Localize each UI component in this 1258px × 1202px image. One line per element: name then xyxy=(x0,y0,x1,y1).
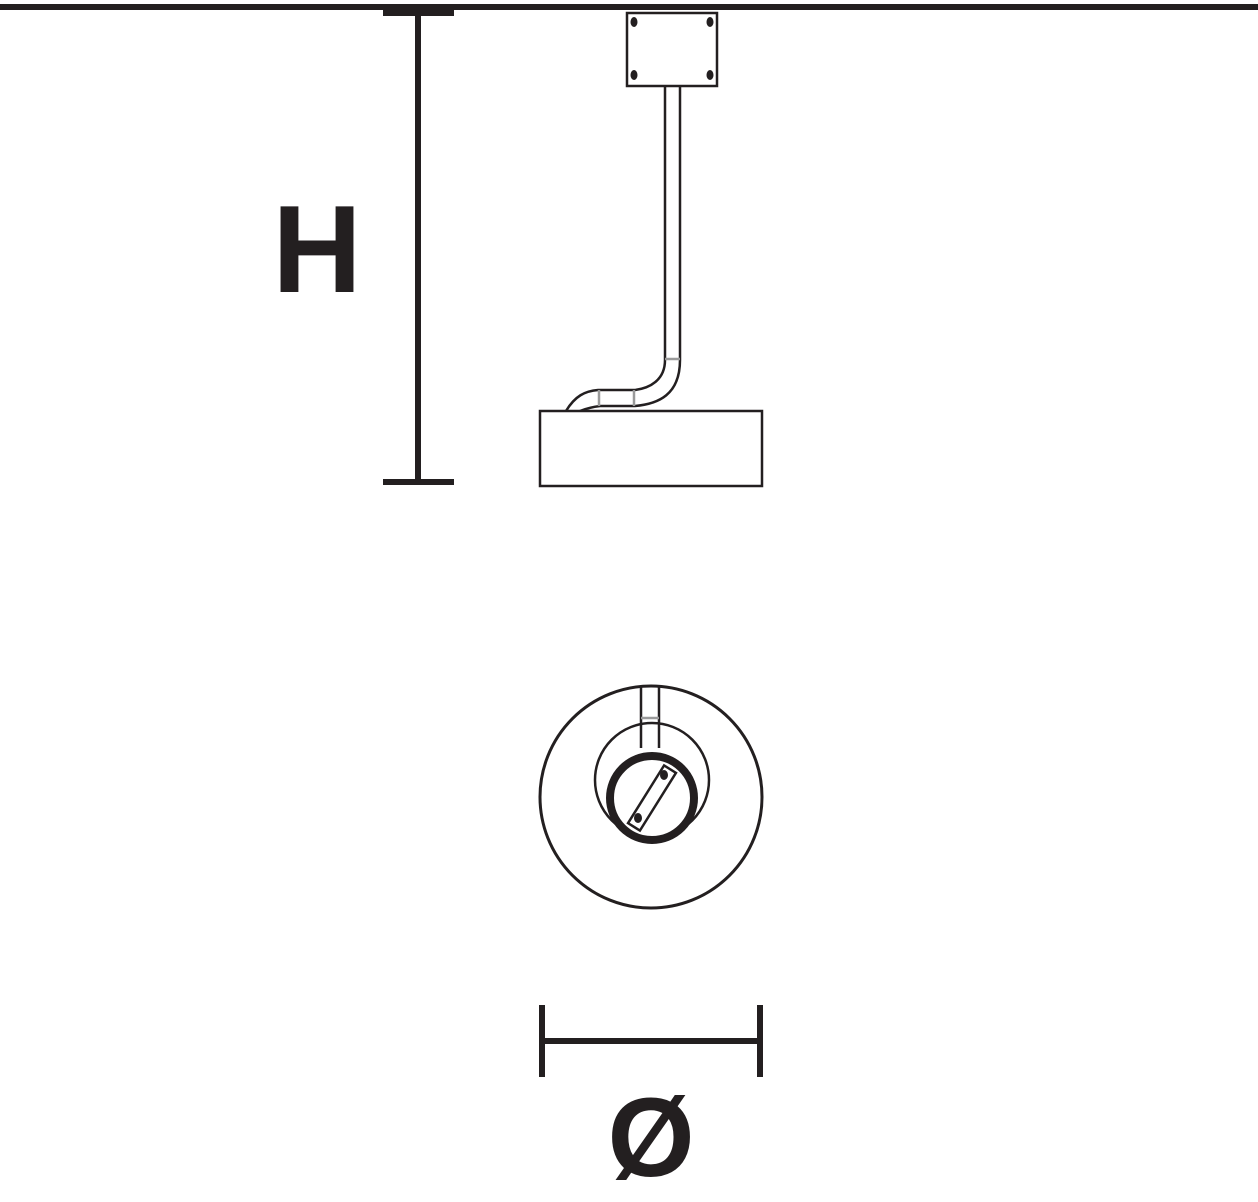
canopy-box xyxy=(625,11,719,88)
canopy-screw xyxy=(706,70,714,80)
height-dimension: H xyxy=(272,10,454,485)
canopy-screw xyxy=(706,17,714,27)
luminaire-body-side xyxy=(538,409,764,488)
diameter-label: Ø xyxy=(607,1075,694,1200)
mounting-screw xyxy=(660,770,668,780)
tube-joints xyxy=(597,357,680,406)
pendant-top-view xyxy=(538,684,764,910)
luminaire-body-top xyxy=(538,684,764,910)
canopy-screw xyxy=(630,17,638,27)
canopy-screw xyxy=(630,70,638,80)
tube-left-edge xyxy=(564,86,667,412)
height-label: H xyxy=(272,181,362,319)
diameter-dimension: Ø xyxy=(539,1005,763,1200)
suspension-tube xyxy=(564,86,682,413)
mounting-screw xyxy=(634,813,642,823)
ceiling-canopy xyxy=(625,11,719,88)
pendant-side-view xyxy=(538,11,764,488)
